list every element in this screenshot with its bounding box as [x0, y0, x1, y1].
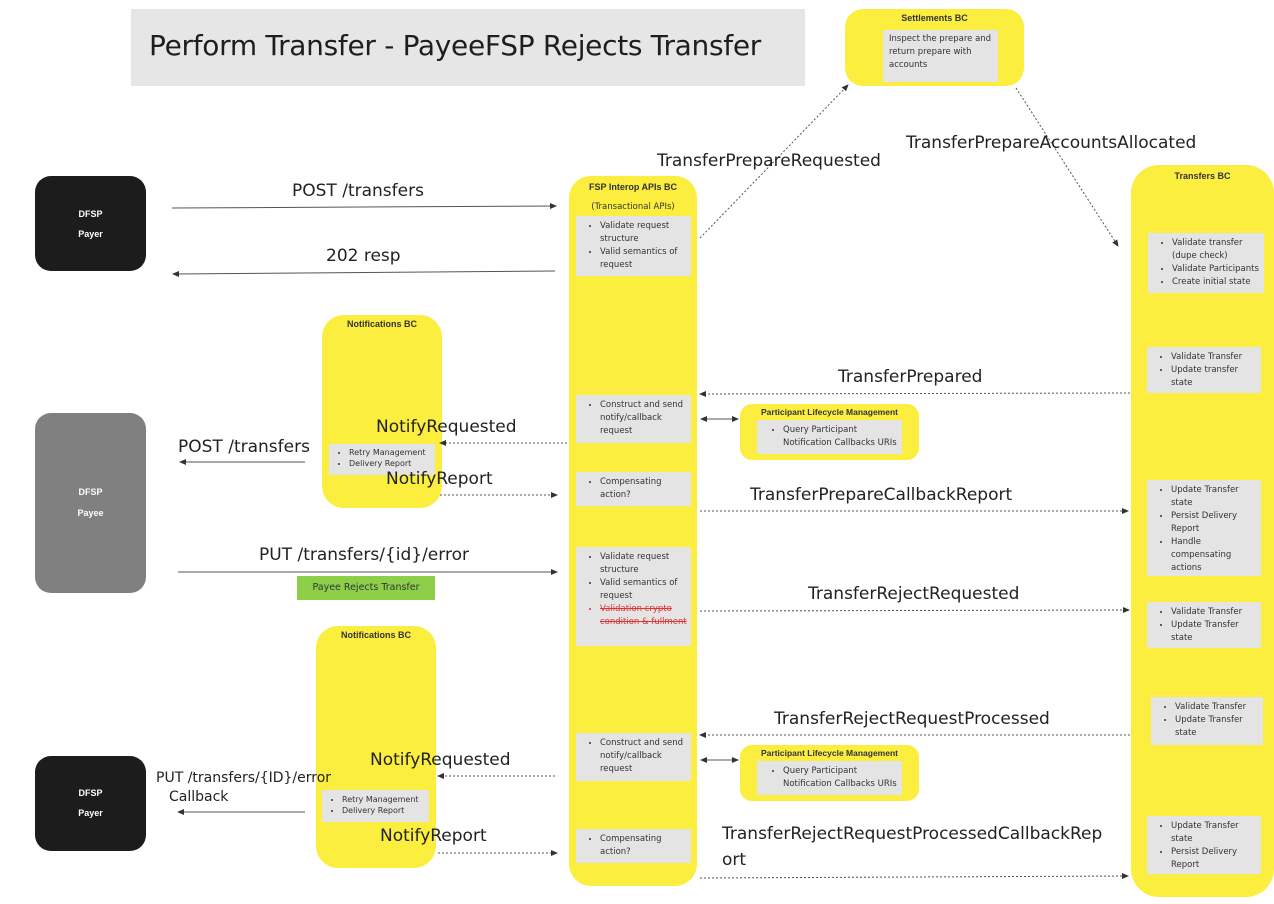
dfsp-payee-line1: DFSP: [78, 487, 103, 497]
notifications-bottom-item: Retry Management: [342, 794, 427, 805]
fsp-box-validate-2: Validate request structure Valid semanti…: [576, 547, 691, 646]
transfers-item: Update Transfer state: [1171, 619, 1257, 645]
dfsp-payer-top-line1: DFSP: [78, 209, 103, 219]
dfsp-payer-bottom-line1: DFSP: [78, 788, 103, 798]
arrow-transfer-prepared: [699, 390, 1131, 397]
transfers-item: Handle compensating actions: [1171, 536, 1257, 575]
fsp-interop-subtitle: (Transactional APIs): [591, 202, 675, 212]
fsp-item: Compensating action?: [600, 476, 687, 502]
fsp-box-validate-1: Validate request structureValid semantic…: [576, 216, 691, 276]
fsp-item: Construct and send notify/callback reque…: [600, 737, 687, 776]
msg-transfer-prepared: TransferPrepared: [838, 367, 983, 387]
msg-post-transfers-payee: POST /transfers: [178, 437, 310, 457]
transfers-box-5: Validate TransferUpdate Transfer state: [1151, 697, 1263, 745]
msg-notify-report-1: NotifyReport: [386, 469, 493, 489]
fsp-item: Construct and send notify/callback reque…: [600, 399, 687, 438]
fsp-box-compensating-2: Compensating action?: [576, 829, 691, 863]
dfsp-payee-line2: Payee: [77, 508, 104, 518]
transfers-box-6: Update Transfer statePersist Delivery Re…: [1147, 816, 1261, 874]
arrow-post-transfers: [171, 203, 557, 210]
fsp-interop-apis-bc[interactable]: FSP Interop APIs BC (Transactional APIs)…: [569, 176, 697, 886]
transfers-item: Persist Delivery Report: [1171, 510, 1257, 536]
settlements-note: Inspect the prepare and return prepare w…: [883, 30, 998, 82]
transfers-item: Validate Transfer: [1171, 351, 1257, 364]
settlements-bc-title: Settlements BC: [901, 13, 968, 23]
dfsp-payee[interactable]: DFSP Payee: [35, 413, 146, 593]
notifications-bottom-list: Retry Management Delivery Report: [322, 790, 429, 822]
participant-item: Query Participant Notification Callbacks…: [783, 424, 898, 450]
msg-transfer-reject-requested: TransferRejectRequested: [808, 584, 1020, 604]
fsp-box-construct-1: Construct and send notify/callback reque…: [576, 395, 691, 443]
title-box: Perform Transfer - PayeeFSP Rejects Tran…: [131, 9, 805, 86]
transfers-box-2: Validate TransferUpdate transfer state: [1147, 347, 1261, 393]
msg-202-resp: 202 resp: [326, 246, 401, 266]
dfsp-payer-top[interactable]: DFSP Payer: [35, 176, 146, 271]
notifications-bc-bottom[interactable]: Notifications BC Retry Management Delive…: [316, 626, 436, 868]
arrow-reject-requested: [699, 607, 1130, 614]
participant-lifecycle-bottom-list: Query Participant Notification Callbacks…: [757, 761, 902, 795]
msg-put-transfers-error: PUT /transfers/{id}/error: [259, 545, 469, 565]
msg-transfer-prepare-callback-report: TransferPrepareCallbackReport: [750, 485, 1013, 505]
payee-rejects-transfer-label: Payee Rejects Transfer: [297, 576, 435, 600]
notifications-bottom-item: Delivery Report: [342, 805, 427, 816]
participant-lifecycle-top-title: Participant Lifecycle Management: [761, 407, 898, 417]
transfers-box-1: Validate transfer (dupe check)Validate P…: [1148, 233, 1264, 293]
page-title: Perform Transfer - PayeeFSP Rejects Tran…: [149, 29, 761, 62]
fsp-box-compensating-1: Compensating action?: [576, 472, 691, 506]
msg-put-error-callback-line1: PUT /transfers/{ID}/error: [156, 770, 332, 786]
arrow-202-resp: [172, 270, 556, 277]
arrow-reject-callback-report: [699, 873, 1129, 880]
msg-transfer-prepare-requested: TransferPrepareRequested: [657, 151, 881, 171]
transfers-item: Update Transfer state: [1171, 820, 1257, 846]
arrow-prepare-requested: [699, 84, 849, 239]
msg-transfer-reject-request-processed: TransferRejectRequestProcessed: [774, 709, 1050, 729]
dfsp-payer-bottom[interactable]: DFSP Payer: [35, 756, 146, 851]
msg-notify-requested-1: NotifyRequested: [376, 417, 517, 437]
arrow-accounts-allocated: [1015, 87, 1119, 247]
msg-post-transfers: POST /transfers: [292, 181, 424, 201]
settlements-note-text: Inspect the prepare and return prepare w…: [889, 34, 992, 70]
fsp-interop-title: FSP Interop APIs BC: [588, 182, 677, 192]
fsp-item: Validate request structure: [600, 220, 687, 246]
notifications-top-item: Delivery Report: [349, 458, 433, 469]
settlements-bc[interactable]: Settlements BC Inspect the prepare and r…: [845, 9, 1024, 86]
msg-reject-callback-report-line1: TransferRejectRequestProcessedCallbackRe…: [722, 824, 1103, 844]
msg-notify-requested-2: NotifyRequested: [370, 750, 511, 770]
fsp-box-construct-2: Construct and send notify/callback reque…: [576, 733, 691, 781]
transfers-item: Validate transfer (dupe check): [1172, 237, 1262, 263]
participant-lifecycle-bottom[interactable]: Participant Lifecycle Management Query P…: [740, 745, 919, 801]
transfers-bc-title: Transfers BC: [1174, 171, 1231, 181]
fsp-item: Valid semantics of request: [600, 577, 687, 603]
fsp-item: Valid semantics of request: [600, 246, 687, 272]
msg-reject-callback-report-line2: ort: [722, 850, 747, 870]
notifications-bc-top[interactable]: Notifications BC Retry Management Delive…: [322, 315, 442, 508]
transfers-item: Update Transfer state: [1175, 714, 1259, 740]
notifications-bc-top-title: Notifications BC: [346, 319, 417, 329]
participant-lifecycle-bottom-title: Participant Lifecycle Management: [761, 748, 898, 758]
msg-notify-report-2: NotifyReport: [380, 826, 487, 846]
fsp-item-struck: Validation crypto condition & fullment: [600, 603, 687, 629]
notifications-top-list: Retry Management Delivery Report: [329, 444, 435, 475]
fsp-item: Validate request structure: [600, 551, 687, 577]
participant-lifecycle-top[interactable]: Participant Lifecycle Management Query P…: [740, 404, 919, 460]
notifications-bc-bottom-title: Notifications BC: [340, 630, 411, 640]
transfers-box-3: Update Transfer statePersist Delivery Re…: [1147, 480, 1261, 576]
participant-item: Query Participant Notification Callbacks…: [783, 765, 898, 791]
participant-lifecycle-top-list: Query Participant Notification Callbacks…: [757, 420, 902, 454]
dfsp-payer-bottom-line2: Payer: [78, 808, 103, 818]
transfers-bc[interactable]: Transfers BC Validate transfer (dupe che…: [1131, 165, 1274, 897]
dfsp-payer-top-line2: Payer: [78, 229, 103, 239]
msg-transfer-prepare-accounts-allocated: TransferPrepareAccountsAllocated: [906, 133, 1197, 153]
transfers-item: Update Transfer state: [1171, 484, 1257, 510]
transfers-item: Validate Participants: [1172, 263, 1262, 276]
transfers-box-4: Validate TransferUpdate Transfer state: [1147, 602, 1261, 648]
transfers-item: Validate Transfer: [1175, 701, 1259, 714]
transfers-item: Create initial state: [1172, 276, 1262, 289]
transfers-item: Persist Delivery Report: [1171, 846, 1257, 872]
notifications-top-item: Retry Management: [349, 447, 433, 458]
msg-put-error-callback-line2: Callback: [169, 789, 229, 805]
fsp-item: Compensating action?: [600, 833, 687, 859]
transfers-item: Update transfer state: [1171, 364, 1257, 390]
transfers-item: Validate Transfer: [1171, 606, 1257, 619]
